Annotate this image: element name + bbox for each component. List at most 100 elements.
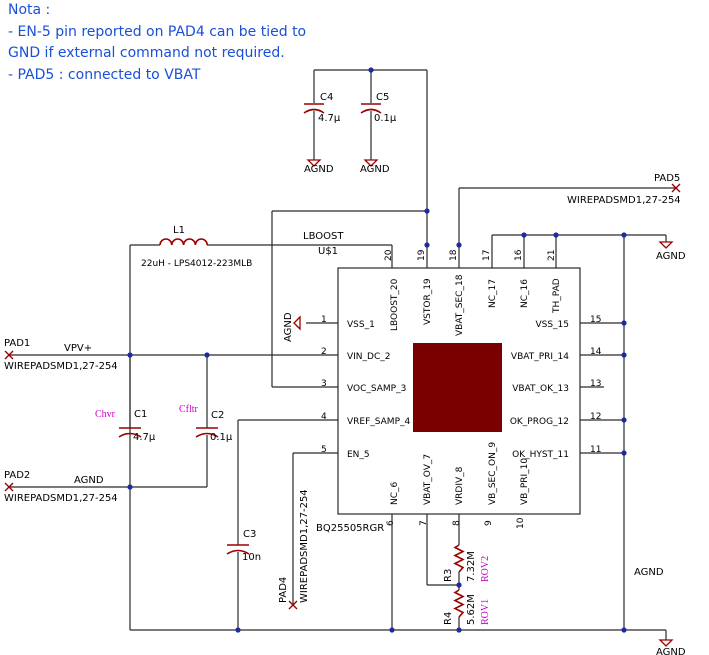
pad1-pkg: WIREPADSMD1,27-254 <box>4 361 118 372</box>
pad2: PAD2 WIREPADSMD1,27-254 <box>4 470 118 504</box>
c3-ref: C3 <box>243 529 256 540</box>
agnd-top-right-label: AGND <box>656 251 686 262</box>
pin-num-10: 10 <box>516 517 526 529</box>
pad1-ref: PAD1 <box>4 338 30 349</box>
agnd-top-right: AGND <box>656 241 686 262</box>
net-vpv: VPV+ <box>64 343 92 354</box>
agnd-c5-label: AGND <box>360 164 390 175</box>
c5-value: 0.1µ <box>374 113 397 124</box>
pin-label-vss1: VSS_1 <box>347 320 375 330</box>
pin-num-13: 13 <box>590 379 601 389</box>
agnd-c4: AGND <box>304 159 334 175</box>
c3-value: 10n <box>242 552 261 563</box>
pin-label-vrdiv: VRDIV_8 <box>455 466 465 505</box>
resistor-r3: R3 7.32M ROV2 <box>443 544 491 582</box>
pad1: PAD1 WIREPADSMD1,27-254 <box>4 338 118 372</box>
ic-part: BQ25505RGR <box>316 523 384 534</box>
pin-num-8: 8 <box>452 520 462 526</box>
pin-num-5: 5 <box>321 445 327 455</box>
c2-name: Cfltr <box>179 404 199 415</box>
pin-num-15: 15 <box>590 315 601 325</box>
pin-label-vb-pri: VB_PRI_10 <box>520 458 530 505</box>
c1-name: Chvr <box>95 409 116 420</box>
net-lboost: LBOOST <box>303 231 344 242</box>
pin-num-3: 3 <box>321 379 327 389</box>
pad4-ref: PAD4 <box>278 577 289 603</box>
pin-label-vb-sec-on: VB_SEC_ON_9 <box>488 442 498 505</box>
agnd-rail-label: AGND <box>634 567 664 578</box>
pin-label-vin: VIN_DC_2 <box>347 352 390 362</box>
agnd-c4-label: AGND <box>304 164 334 175</box>
net-agnd-pad2: AGND <box>74 475 104 486</box>
r4-name: ROV1 <box>480 599 491 625</box>
c5-ref: C5 <box>376 92 389 103</box>
pin-num-1: 1 <box>321 315 327 325</box>
note-line-1: - EN-5 pin reported on PAD4 can be tied … <box>8 24 306 40</box>
resistor-r4: R4 5.62M ROV1 <box>443 589 491 625</box>
r3-ref: R3 <box>443 569 454 582</box>
l1-value: 22uH - LPS4012-223MLB <box>141 259 252 269</box>
note-line-3: - PAD5 : connected to VBAT <box>8 67 201 83</box>
pin-label-ok-hyst: OK_HYST_11 <box>512 450 569 460</box>
note-line-2: GND if external command not required. <box>8 45 285 61</box>
r4-value: 5.62M <box>466 594 477 625</box>
pin-num-18: 18 <box>449 249 459 261</box>
agnd-c5: AGND <box>360 159 390 175</box>
pin-label-en: EN_5 <box>347 450 370 460</box>
pad4-pkg: WIREPADSMD1,27-254 <box>299 489 310 603</box>
pad5-ref: PAD5 <box>654 173 680 184</box>
pin-label-vbat-pri: VBAT_PRI_14 <box>511 352 569 362</box>
pin-label-nc17: NC_17 <box>488 279 498 308</box>
r4-ref: R4 <box>443 612 454 625</box>
pin-label-vss15: VSS_15 <box>535 320 569 330</box>
note-block: Nota : - EN-5 pin reported on PAD4 can b… <box>8 2 306 83</box>
pad5-pkg: WIREPADSMD1,27-254 <box>567 195 681 206</box>
pin-label-vstor: VSTOR_19 <box>423 278 433 325</box>
inductor-l1: L1 22uH - LPS4012-223MLB <box>141 225 252 269</box>
pad2-pkg: WIREPADSMD1,27-254 <box>4 493 118 504</box>
l1-ref: L1 <box>173 225 185 236</box>
pin-label-ok-prog: OK_PROG_12 <box>510 417 569 427</box>
c4-value: 4.7µ <box>318 113 341 124</box>
pin-num-17: 17 <box>482 250 492 261</box>
r3-name: ROV2 <box>480 556 491 582</box>
c1-value: 4.7µ <box>133 432 156 443</box>
pad4: PAD4 WIREPADSMD1,27-254 <box>278 489 310 610</box>
pin-label-voc: VOC_SAMP_3 <box>347 384 406 394</box>
cap-c3: C3 10n <box>226 529 261 563</box>
pin-num-19: 19 <box>417 249 427 261</box>
pin-num-21: 21 <box>547 250 557 261</box>
pin-label-vbat-ok: VBAT_OK_13 <box>512 384 569 394</box>
ic-u1: U$1 BQ25505RGR VSS_1 VIN_DC_2 VOC_SAMP_3… <box>316 246 602 534</box>
thermal-pad <box>413 343 502 432</box>
cap-c1: Chvr C1 4.7µ <box>95 355 156 443</box>
pin-num-16: 16 <box>514 249 524 261</box>
pin-num-4: 4 <box>321 412 327 422</box>
r3-value: 7.32M <box>466 551 477 582</box>
pin-label-th-pad: TH_PAD <box>552 278 562 314</box>
pad5: PAD5 WIREPADSMD1,27-254 <box>567 173 681 206</box>
agnd-vss1-label: AGND <box>283 312 294 342</box>
pin-label-lboost: LBOOST_20 <box>390 278 400 331</box>
pin-label-nc6: NC_6 <box>390 481 400 505</box>
pin-num-7: 7 <box>419 520 429 526</box>
agnd-bottom: AGND <box>656 639 686 655</box>
cap-c4: C4 4.7µ <box>303 92 341 124</box>
c1-ref: C1 <box>134 409 147 420</box>
c4-ref: C4 <box>320 92 333 103</box>
pin-num-11: 11 <box>590 445 601 455</box>
pin-label-vbat-ov: VBAT_OV_7 <box>423 454 433 505</box>
pin-num-2: 2 <box>321 347 327 357</box>
ic-ref: U$1 <box>318 246 338 257</box>
cap-c2: Cfltr C2 0.1µ <box>179 404 233 443</box>
agnd-vss1: AGND <box>283 312 301 342</box>
wires <box>10 69 676 640</box>
note-title: Nota : <box>8 2 50 18</box>
cap-c5: C5 0.1µ <box>360 92 397 124</box>
c2-ref: C2 <box>211 410 224 421</box>
pin-label-nc16: NC_16 <box>520 279 530 308</box>
pin-num-14: 14 <box>590 347 602 357</box>
pin-label-vbat-sec: VBAT_SEC_18 <box>455 274 465 336</box>
c2-value: 0.1µ <box>210 432 233 443</box>
